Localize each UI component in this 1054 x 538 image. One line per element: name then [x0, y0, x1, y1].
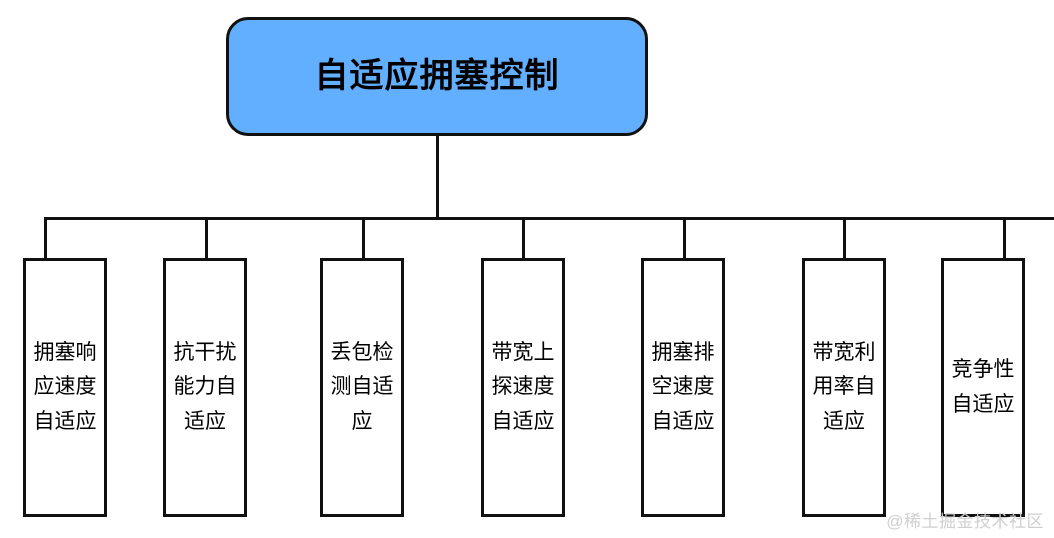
- leaf-node-2[interactable]: 抗干扰能力自适应: [163, 258, 247, 517]
- edge-drop-5: [683, 217, 686, 260]
- edge-drop-2: [205, 217, 208, 260]
- edge-horizontal-bus: [44, 217, 1054, 220]
- leaf-node-7-label: 竞争性自适应: [951, 358, 1015, 416]
- leaf-node-1-label: 拥塞响应速度自适应: [33, 341, 97, 433]
- leaf-node-4[interactable]: 带宽上探速度自适应: [481, 258, 565, 517]
- leaf-node-3-label: 丢包检测自适应: [330, 341, 394, 433]
- leaf-node-2-label: 抗干扰能力自适应: [173, 341, 237, 433]
- edge-drop-1: [44, 217, 47, 260]
- leaf-node-6[interactable]: 带宽利用率自适应: [802, 258, 886, 517]
- edge-drop-3: [362, 217, 365, 260]
- edge-root-stem: [436, 134, 439, 220]
- edge-drop-7: [1003, 217, 1006, 260]
- leaf-node-3[interactable]: 丢包检测自适应: [320, 258, 404, 517]
- root-node-label: 自适应拥塞控制: [314, 57, 560, 96]
- root-node-adaptive-congestion-control[interactable]: 自适应拥塞控制: [226, 17, 648, 136]
- watermark-text: @稀土掘金技术社区: [886, 512, 1044, 531]
- leaf-node-5[interactable]: 拥塞排空速度自适应: [641, 258, 725, 517]
- leaf-node-1[interactable]: 拥塞响应速度自适应: [23, 258, 107, 517]
- leaf-node-4-label: 带宽上探速度自适应: [491, 341, 555, 433]
- edge-drop-6: [843, 217, 846, 260]
- leaf-node-6-label: 带宽利用率自适应: [812, 341, 876, 433]
- edge-drop-4: [522, 217, 525, 260]
- leaf-node-7[interactable]: 竞争性自适应: [941, 258, 1025, 517]
- leaf-node-5-label: 拥塞排空速度自适应: [651, 341, 715, 433]
